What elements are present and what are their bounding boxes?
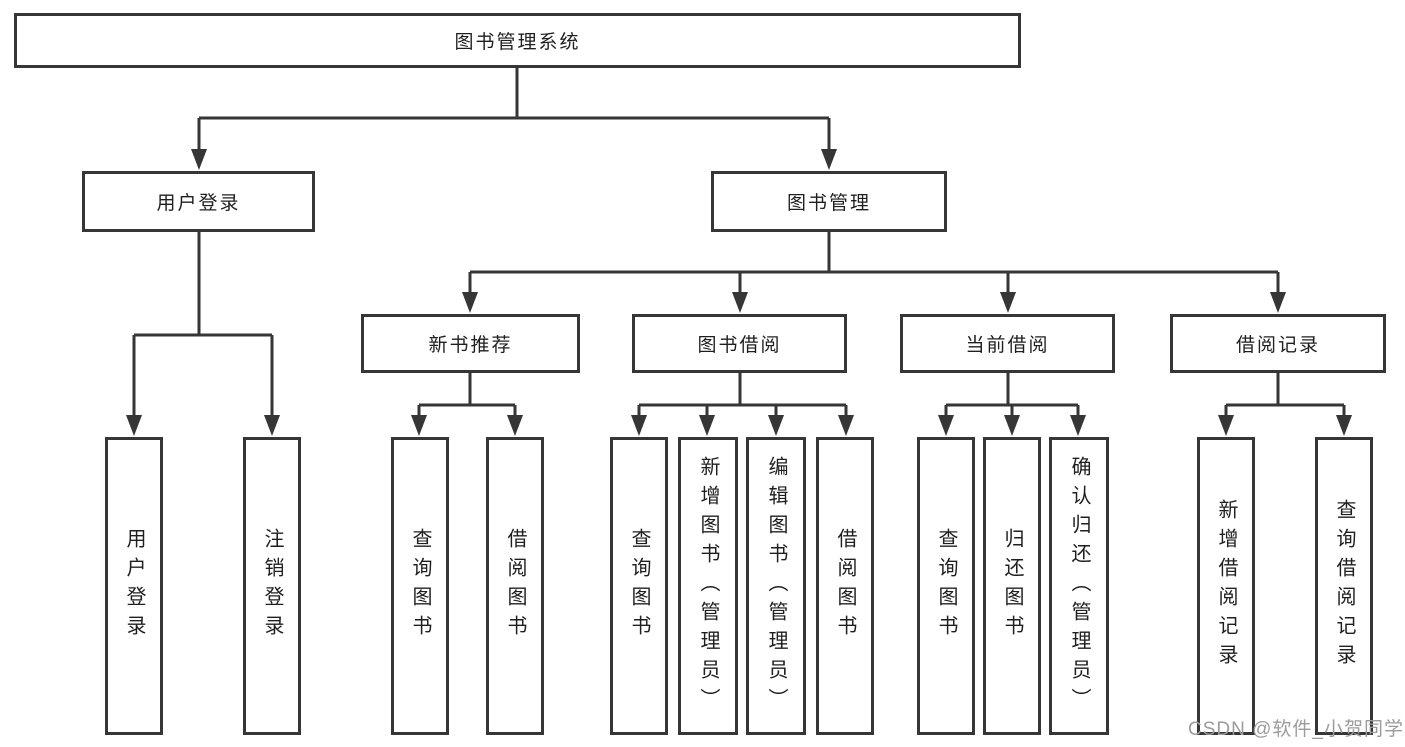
leaf-query-books: 查询图书 — [610, 437, 668, 735]
arrowheads — [126, 149, 1352, 436]
node-current-borrowing: 当前借阅 — [900, 314, 1115, 373]
leaf-borrow-books: 借阅图书 — [816, 437, 874, 735]
node-user-login: 用户登录 — [82, 171, 315, 232]
node-book-borrowing: 图书借阅 — [632, 314, 847, 373]
leaf-logout: 注销登录 — [243, 437, 301, 735]
leaf-add-borrow-record: 新增借阅记录 — [1197, 437, 1255, 735]
leaf-return-books: 归还图书 — [983, 437, 1041, 735]
leaf-query-borrow-record: 查询借阅记录 — [1315, 437, 1373, 735]
node-new-book-recommendation: 新书推荐 — [361, 314, 580, 373]
leaf-confirm-return-admin: 确认归还（管理员） — [1049, 437, 1109, 735]
csdn-watermark: CSDN @软件_小贺同学 — [1188, 719, 1404, 740]
node-root-library-system: 图书管理系统 — [14, 13, 1021, 68]
leaf-edit-books-admin: 编辑图书（管理员） — [746, 437, 806, 735]
node-borrowing-records: 借阅记录 — [1170, 314, 1386, 373]
leaf-query-books: 查询图书 — [391, 437, 449, 735]
node-book-management: 图书管理 — [711, 171, 947, 232]
leaf-add-books-admin: 新增图书（管理员） — [678, 437, 738, 735]
leaf-user-login: 用户登录 — [105, 437, 163, 735]
leaf-borrow-books: 借阅图书 — [486, 437, 544, 735]
leaf-query-books: 查询图书 — [917, 437, 975, 735]
